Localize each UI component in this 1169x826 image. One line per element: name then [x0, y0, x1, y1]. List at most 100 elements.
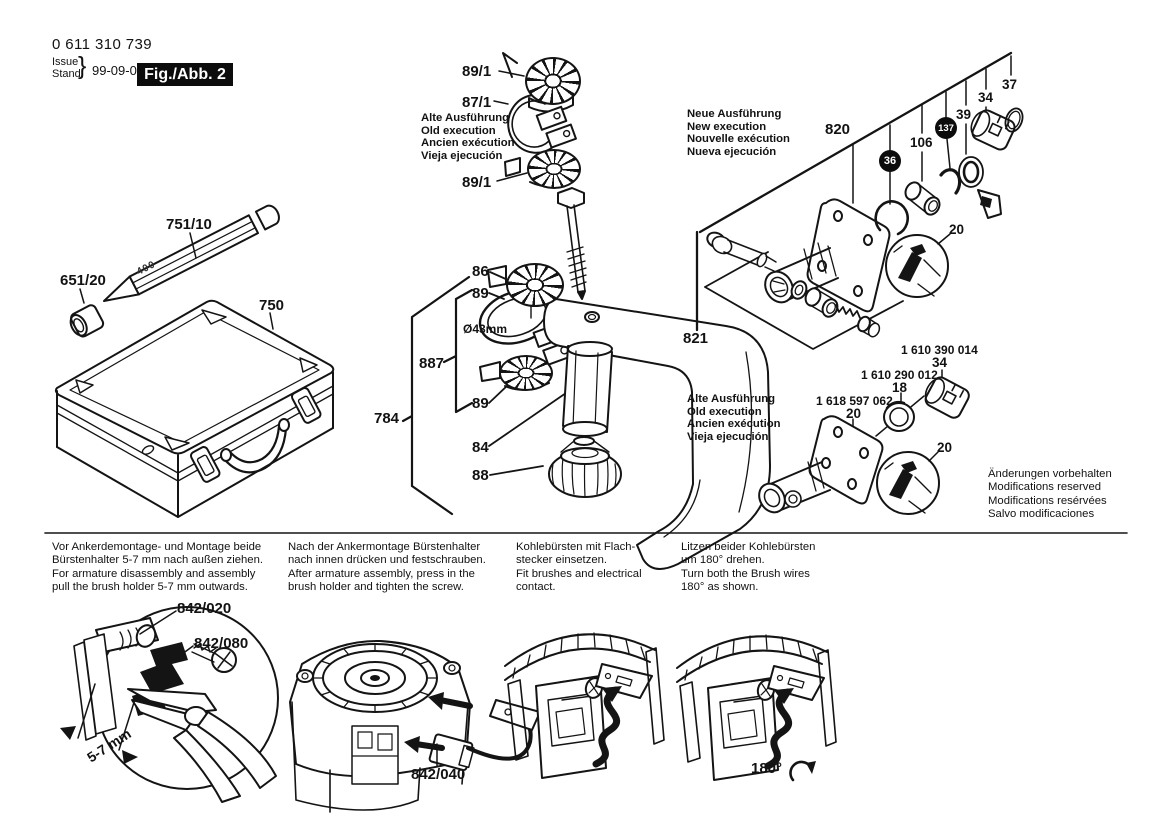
note-line: Old execution: [421, 124, 496, 137]
issue-date: 99-09-02: [92, 63, 145, 78]
new-execution-note: Neue Ausführung New execution Nouvelle e…: [687, 108, 790, 158]
detail-circle-new: [885, 233, 951, 298]
rotation-label-180: 180°: [751, 760, 783, 777]
legal-line: Modifications reserved: [988, 481, 1102, 494]
note-line: Nouvelle exécution: [687, 133, 790, 146]
instruction-line: stecker einsetzen.: [516, 554, 608, 567]
callout-89-a: 89: [472, 285, 489, 302]
case-drawing: [54, 299, 335, 518]
legal-line: Salvo modificaciones: [988, 508, 1095, 521]
part-number-1610290012: 1 610 290 012: [861, 368, 938, 382]
instruction-line: um 180° drehen.: [681, 554, 765, 567]
callout-842-080: 842/080: [194, 635, 249, 652]
badge-137: 137: [935, 117, 957, 139]
callout-820: 820: [825, 121, 851, 138]
stand-label: Stand: [52, 68, 81, 80]
callout-821: 821: [683, 330, 709, 347]
instruction-line: Vor Ankerdemontage- und Montage beide: [52, 541, 262, 553]
callout-89-1-bottom: 89/1: [462, 174, 492, 191]
note-line: Neue Ausführung: [687, 108, 782, 120]
instruction-column-4: Litzen beider Kohlebürsten um 180° drehe…: [681, 541, 815, 595]
note-line: Old execution: [687, 405, 762, 418]
callout-34-new: 34: [978, 90, 994, 105]
part-number-1618597062: 1 618 597 062: [816, 394, 893, 408]
callout-651-20: 651/20: [60, 272, 106, 289]
callout-18: 18: [892, 380, 908, 395]
sleeve-34-new: [970, 109, 1016, 151]
instruction-line: For armature disassembly and assembly: [52, 567, 256, 580]
procedure-pliers-drawing: [60, 606, 279, 803]
old-execution-note-bottom: Alte Ausführung Old execution Ancien exé…: [687, 393, 781, 443]
note-line: Alte Ausführung: [421, 112, 510, 124]
diameter-label: Ø43mm: [463, 322, 508, 336]
sleeve-34-old: [924, 376, 970, 419]
knob-89-1-bottom: [527, 149, 581, 189]
issue-brace: }: [78, 52, 87, 80]
instruction-line: Litzen beider Kohlebürsten: [681, 541, 816, 553]
instruction-line: Bürstenhalter 5-7 mm nach außen ziehen.: [52, 554, 263, 567]
legal-line: Änderungen vorbehalten: [988, 468, 1112, 480]
rotation-arrow-icon: [789, 760, 816, 782]
instruction-line: contact.: [516, 581, 556, 594]
note-line: New execution: [687, 120, 767, 133]
pencil-drawing: [103, 204, 280, 302]
detail-circle-old: [876, 451, 940, 515]
badge-36: 36: [879, 150, 901, 172]
note-line: Ancien exécution: [421, 137, 515, 150]
callout-842-040: 842/040: [411, 766, 466, 783]
callout-87-1: 87/1: [462, 94, 492, 111]
callout-brackets: [401, 271, 567, 516]
callout-34-old: 34: [932, 355, 948, 370]
instruction-line: Turn both the Brush wires: [681, 567, 810, 580]
callout-750: 750: [259, 297, 285, 314]
callout-88: 88: [472, 467, 489, 484]
instruction-line: pull the brush holder 5-7 mm outwards.: [52, 581, 248, 594]
old-execution-drawing: [758, 369, 970, 515]
instruction-line: Kohlebürsten mit Flach-: [516, 541, 636, 553]
g-clamp-drawing: [543, 298, 771, 570]
part-number-1610390014: 1 610 390 014: [901, 343, 978, 357]
note-line: Alte Ausführung: [687, 393, 776, 405]
ferrule-drawing: [69, 288, 105, 338]
knob-89-lower: [499, 355, 553, 391]
legal-line: Modifications resérvées: [988, 494, 1107, 507]
note-line: Vieja ejecución: [421, 149, 503, 162]
document-part-number: 0 611 310 739: [52, 36, 153, 53]
callout-887: 887: [419, 355, 445, 372]
callout-784: 784: [374, 410, 400, 427]
callout-39: 39: [956, 107, 972, 122]
instruction-line: Nach der Ankermontage Bürstenhalter: [288, 541, 481, 553]
note-line: Ancien exécution: [687, 418, 781, 431]
callout-20-old: 20: [846, 406, 862, 421]
bolt-drawing: [706, 231, 777, 272]
instruction-line: After armature assembly, press in the: [288, 567, 475, 580]
old-execution-note-top: Alte Ausführung Old execution Ancien exé…: [421, 112, 515, 162]
instruction-column-2: Nach der Ankermontage Bürstenhalter nach…: [288, 541, 486, 595]
callout-86: 86: [472, 263, 489, 280]
procedure-brush-unit-2: [677, 635, 836, 780]
callout-842-020: 842/020: [177, 600, 232, 617]
case-handle: [220, 418, 290, 474]
knob-89-1-top: [525, 57, 581, 105]
case-latches: [189, 387, 322, 483]
issue-label: Issue: [52, 56, 79, 68]
new-execution-drawing: [695, 51, 1024, 350]
callout-20-detail-new: 20: [949, 222, 965, 237]
instruction-line: nach innen drücken und festschrauben.: [288, 554, 486, 567]
callout-89-1-top: 89/1: [462, 63, 492, 80]
callout-37: 37: [1002, 77, 1018, 92]
callout-84: 84: [472, 439, 489, 456]
callout-751-10: 751/10: [166, 216, 212, 233]
procedure-motor-drawing: [289, 639, 541, 813]
callout-106: 106: [910, 135, 933, 150]
note-line: Nueva ejecución: [687, 145, 777, 158]
clamp-screw-drawing: [557, 187, 587, 300]
knob-88-drawing: [548, 436, 622, 498]
figure-label-box: Fig./Abb. 2: [137, 63, 233, 86]
procedure-brush-unit-drawing: [504, 632, 665, 779]
callout-20-detail-old: 20: [937, 440, 953, 455]
instruction-line: brush holder and tighten the screw.: [288, 581, 464, 594]
knob-86: [506, 263, 564, 307]
instruction-line: Fit brushes and electrical: [516, 567, 642, 580]
